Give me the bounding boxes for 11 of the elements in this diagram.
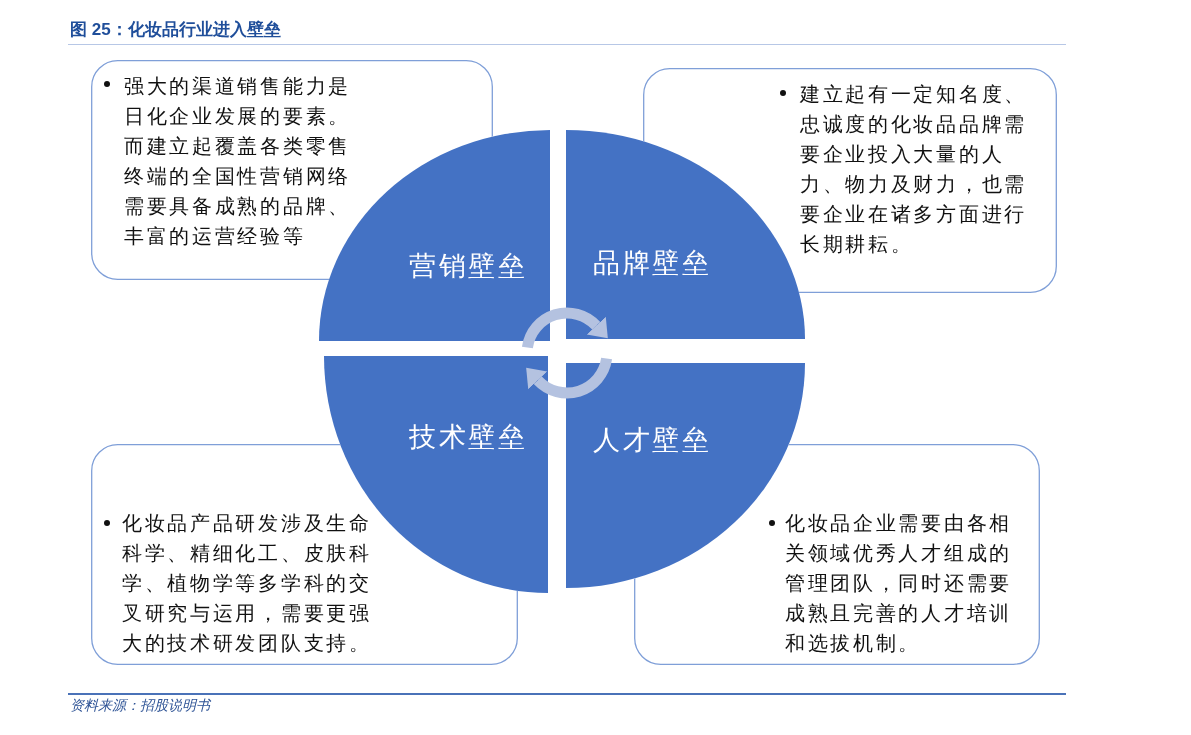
curved-arrow [525, 357, 612, 399]
segment-label: 人才壁垒 [593, 424, 711, 456]
body-text: 强大的渠道销售能力是日化企业发展的要素。而建立起覆盖各类零售终端的全国性营销网络需要具备成熟的品牌、丰富的运营经验等 [124, 74, 352, 249]
body-text: 化妆品产品研发涉及生命科学、精细化工、皮肤科学、植物学等多学科的交叉研究与运用，需要更强大的技术研发团队支持。 [122, 511, 373, 656]
figure-title: 图 25：化妆品行业进入壁垒 [70, 19, 281, 41]
segment-label: 营销壁垒 [409, 250, 527, 282]
body-text: 建立起有一定知名度、忠诚度的化妆品品牌需要企业投入大量的人力、物力及财力，也需要企业在诸多方面进行长期耕耘。 [800, 82, 1028, 257]
body-text: 化妆品企业需要由各相关领域优秀人才组成的管理团队，同时还需要成熟且完善的人才培训和选拔机制。 [785, 511, 1013, 656]
segment-label: 品牌壁垒 [593, 247, 711, 279]
segment-label: 技术壁垒 [409, 421, 527, 453]
source-note: 资料来源：招股说明书 [70, 697, 210, 715]
